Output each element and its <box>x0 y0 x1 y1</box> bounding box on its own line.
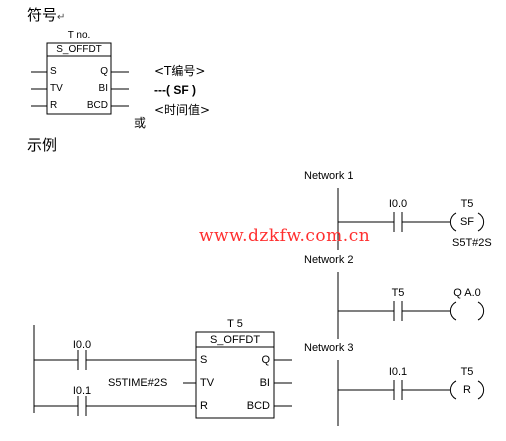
example-q-label: Q <box>261 354 270 366</box>
example-tv-label: TV <box>200 377 215 389</box>
n3-coil-left <box>449 380 457 400</box>
symbol-s-label: S <box>50 66 57 77</box>
symbol-bcd-label: BCD <box>86 100 108 111</box>
symbol-title: S_OFFDT <box>56 44 102 55</box>
time-value-note: <时间值> <box>154 103 211 117</box>
t-number-note: <T编号> <box>154 64 206 78</box>
n3-coil-right <box>477 380 485 400</box>
or-note: 或 <box>134 116 147 130</box>
symbol-heading-text: 符号 <box>27 6 58 24</box>
n2-contact-label: T5 <box>391 287 405 299</box>
coil-sf-note: ---( SF ) <box>154 83 196 97</box>
symbol-bi-label: BI <box>98 83 108 94</box>
n1-coil-left <box>449 212 457 232</box>
n1-contact-label: I0.0 <box>388 198 408 210</box>
symbol-q-label: Q <box>100 66 108 77</box>
n1-coil-right <box>477 212 485 232</box>
example-bcd-label: BCD <box>246 400 270 412</box>
network-1-title: Network 1 <box>304 170 354 182</box>
symbol-r-label: R <box>50 100 58 111</box>
n1-coil-value: S5T#2S <box>452 237 492 249</box>
n1-coil-text: SF <box>459 216 475 228</box>
example-s-label: S <box>200 354 208 366</box>
example-box <box>195 331 275 419</box>
n3-contact-label: I0.1 <box>388 366 408 378</box>
n1-coil-label: T5 <box>460 198 474 210</box>
example-bi-label: BI <box>259 377 270 389</box>
network-2-title: Network 2 <box>304 254 354 266</box>
symbol-box <box>46 42 112 115</box>
symbol-heading: 符号↵ <box>27 8 65 23</box>
symbol-t-no-label: T no. <box>67 30 91 41</box>
n2-coil-left <box>449 301 457 321</box>
example-tv-value: S5TIME#2S <box>108 377 168 389</box>
network-3-title: Network 3 <box>304 342 354 354</box>
n2-coil-label: Q A.0 <box>453 287 481 299</box>
n2-coil-right <box>477 301 485 321</box>
return-mark-icon: ↵ <box>57 12 66 23</box>
example-contact-s-label: I0.0 <box>72 339 92 351</box>
example-heading: 示例 <box>27 136 58 154</box>
symbol-tv-label: TV <box>50 83 63 94</box>
example-r-label: R <box>200 400 208 412</box>
example-contact-r-label: I0.1 <box>72 385 92 397</box>
n3-coil-label: T5 <box>460 366 474 378</box>
example-title: S_OFFDT <box>209 334 261 346</box>
example-t5-label: T 5 <box>227 318 243 330</box>
watermark: www.dzkfw.com.cn <box>199 226 371 246</box>
n3-coil-text: R <box>463 384 471 396</box>
